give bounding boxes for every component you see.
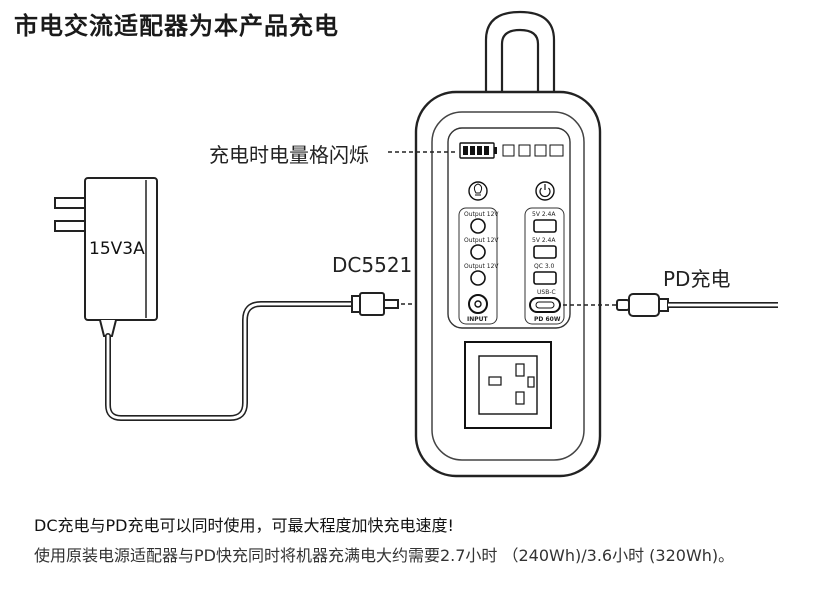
dc-input-label: INPUT (467, 316, 489, 323)
dc-input-port-center (474, 300, 482, 308)
wall-adapter: 15V3A (54, 177, 158, 337)
usb-c-plug (616, 293, 669, 317)
status-icon-3 (534, 144, 547, 157)
usb-c-plug-tip (616, 299, 630, 311)
dc-plug (351, 292, 399, 316)
ac-socket-slot-top (515, 363, 525, 377)
dc-cable-core (106, 302, 356, 420)
usb-port-label-3: QC 3.0 (534, 263, 555, 270)
status-icon-1 (502, 144, 515, 157)
dc-output-port-1 (470, 218, 486, 234)
battery-nub (494, 147, 497, 154)
pd-output-label: PD 60W (534, 316, 561, 323)
pd-cable-callout: PD充电 (663, 267, 731, 291)
usb-port-label-1: 5V 2.4A (532, 211, 556, 218)
battery-bar-2 (470, 146, 475, 155)
station-handle (484, 10, 556, 102)
dc-connector-callout: DC5521 (332, 253, 413, 277)
usb-c-label: USB-C (537, 289, 556, 296)
adapter-label: 15V3A (89, 239, 145, 259)
adapter-prong-bottom (54, 220, 88, 232)
usb-port-3 (533, 271, 557, 285)
battery-bar-1 (463, 146, 468, 155)
power-icon (539, 184, 551, 198)
notes-headline: DC充电与PD充电可以同时使用，可最大程度加快充电速度! (34, 516, 454, 535)
usb-c-port-inner (535, 301, 555, 309)
adapter-prong-top (54, 197, 88, 209)
dc-plug-body (359, 292, 385, 316)
status-icon-4 (549, 144, 564, 157)
dc-output-group (458, 207, 498, 325)
notes-detail: 使用原装电源适配器与PD快充同时将机器充满电大约需要2.7小时 （240Wh)/… (34, 546, 735, 565)
page-title: 市电交流适配器为本产品充电 (14, 12, 339, 40)
usb-port-1 (533, 219, 557, 233)
battery-flash-callout: 充电时电量格闪烁 (209, 143, 369, 167)
power-station: Output 12V Output 12V Output 12V INPUT 5… (414, 10, 602, 478)
usb-port-2 (533, 245, 557, 259)
battery-bar-4 (484, 146, 489, 155)
usb-port-label-2: 5V 2.4A (532, 237, 556, 244)
dc-output-port-3 (470, 270, 486, 286)
ac-socket-slot-right (527, 376, 535, 388)
dc-output-label-2: Output 12V (464, 237, 499, 244)
dc-plug-tip (383, 299, 399, 309)
usb-c-plug-boot (658, 298, 669, 312)
dc-cable (105, 301, 357, 421)
dc-output-port-2 (470, 244, 486, 260)
adapter-body (84, 177, 158, 321)
usb-output-group (524, 207, 565, 325)
usb-c-plug-body (628, 293, 660, 317)
dc-plug-boot (351, 295, 361, 313)
ac-socket-slot-left (488, 376, 502, 386)
light-button[interactable] (468, 181, 488, 201)
ac-socket-slot-bottom (515, 391, 525, 405)
dc-output-label-3: Output 12V (464, 263, 499, 270)
bulb-icon (473, 183, 483, 196)
dc-output-label-1: Output 12V (464, 211, 499, 218)
battery-bar-3 (477, 146, 482, 155)
power-button[interactable] (535, 181, 555, 201)
status-icon-2 (518, 144, 531, 157)
